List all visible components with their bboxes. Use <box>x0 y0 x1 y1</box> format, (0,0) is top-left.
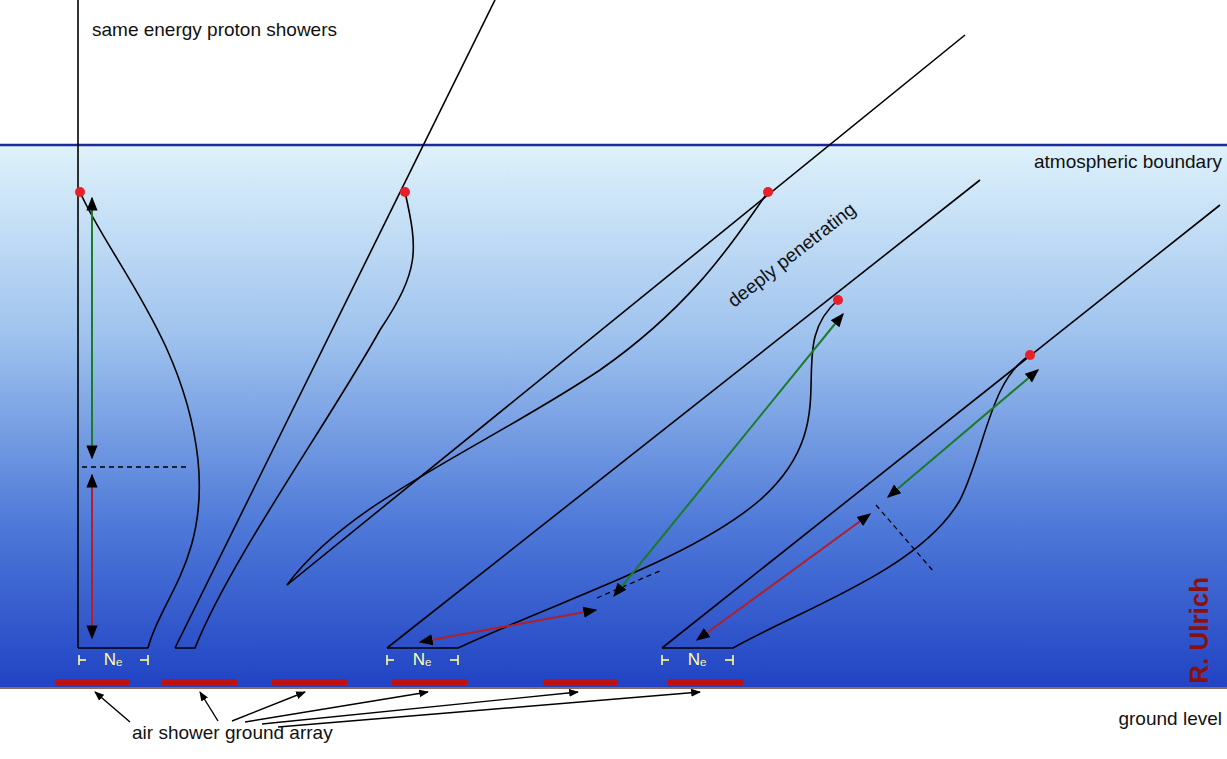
ne-brackets <box>79 655 733 665</box>
atmosphere <box>0 145 1227 688</box>
electron-number-label: Nₑ <box>688 651 707 670</box>
atmosphere-boundary-line <box>0 144 1227 147</box>
ground-line <box>0 687 1227 689</box>
electron-number-label: Nₑ <box>104 651 123 670</box>
shower-tracks <box>78 0 1220 648</box>
array-label: air shower ground array <box>132 723 333 744</box>
figure-heading: same energy proton showers <box>92 20 337 41</box>
ground-label: ground level <box>1118 709 1222 730</box>
boundary-label: atmospheric boundary <box>1034 152 1222 173</box>
first-interaction-points <box>75 187 1035 360</box>
electron-number-label: Nₑ <box>413 651 432 670</box>
shower-maximum-markers <box>82 467 934 598</box>
depth-arrows <box>92 198 1038 642</box>
ground-array-detectors <box>55 679 743 686</box>
author-credit: R. Ulrich <box>1185 577 1214 684</box>
